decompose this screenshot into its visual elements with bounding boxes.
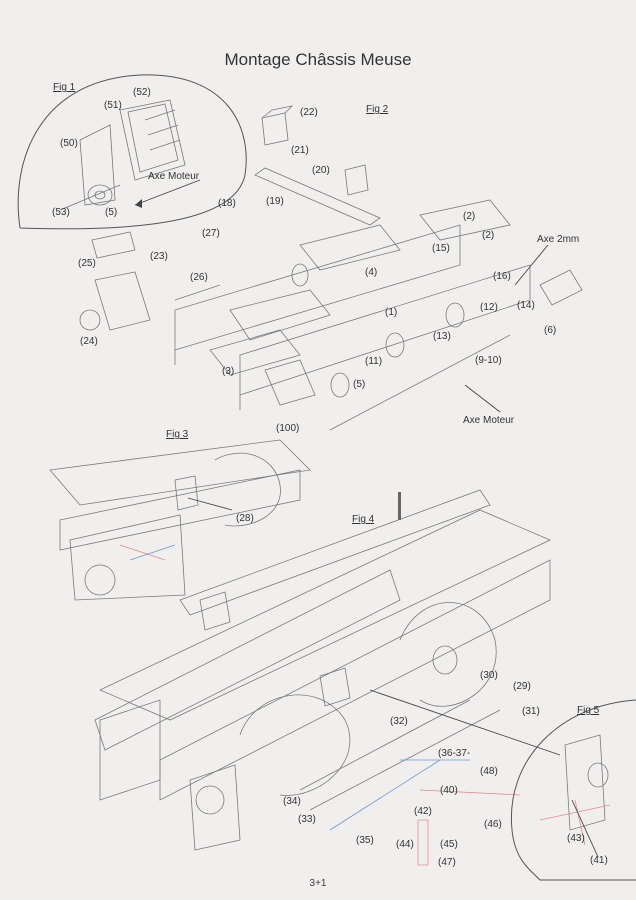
part-label: (12) <box>480 302 498 313</box>
fig1-caption: Fig 1 <box>53 82 76 93</box>
fig2-caption: Fig 2 <box>366 104 389 115</box>
part-label: (18) <box>218 198 236 209</box>
part-label: (9-10) <box>475 355 502 366</box>
fig4-chassis <box>94 489 551 866</box>
divider-mark <box>398 492 401 520</box>
fig3-chassis <box>49 439 311 601</box>
part-label: (16) <box>493 271 511 282</box>
part-label: (28) <box>236 513 254 524</box>
fig1-detail-outline <box>17 74 247 230</box>
part-label: (43) <box>567 833 585 844</box>
fig1-motor-assembly <box>59 99 186 211</box>
fig5-detail <box>539 734 611 846</box>
part-label: (5) <box>105 207 118 218</box>
part-label: (50) <box>60 138 78 149</box>
part-label: (24) <box>80 336 98 347</box>
part-label: (36-37- <box>438 748 471 759</box>
fig2-arrow-axe-moteur <box>464 384 501 413</box>
part-label: (22) <box>300 107 318 118</box>
fig5-arrow <box>571 799 599 858</box>
page-number: 3+1 <box>309 878 327 889</box>
part-label: (11) <box>365 356 383 367</box>
part-label: (46) <box>484 819 502 830</box>
part-label: (30) <box>480 670 498 681</box>
part-label: (26) <box>190 272 208 283</box>
part-label: (5) <box>353 379 366 390</box>
fig1-arrow <box>134 179 201 206</box>
fig2-chassis <box>79 105 583 431</box>
part-label: (23) <box>150 251 168 262</box>
part-label: (25) <box>78 258 96 269</box>
part-label: (32) <box>390 716 408 727</box>
part-label: (51) <box>104 100 122 111</box>
part-label: (15) <box>432 243 450 254</box>
note-axe-moteur-fig2: Axe Moteur <box>463 415 515 426</box>
part-label: (45) <box>440 839 458 850</box>
fig3-caption: Fig 3 <box>166 429 189 440</box>
part-label: (34) <box>283 796 301 807</box>
part-label: (29) <box>513 681 531 692</box>
part-label: (4) <box>365 267 378 278</box>
fig4-caption: Fig 4 <box>352 514 375 525</box>
part-label: (52) <box>133 87 151 98</box>
part-label: (47) <box>438 857 456 868</box>
note-axe-2mm: Axe 2mm <box>537 234 580 245</box>
part-label: (14) <box>517 300 535 311</box>
part-label: (42) <box>414 806 432 817</box>
part-label: (48) <box>480 766 498 777</box>
fig5-caption: Fig 5 <box>577 705 600 716</box>
fig2-arrow-axe-2mm <box>514 244 549 286</box>
fig3-arrow <box>187 497 233 511</box>
part-label: (100) <box>276 423 300 434</box>
part-label: (27) <box>202 228 220 239</box>
part-label: (6) <box>544 325 557 336</box>
part-label: (41) <box>590 855 608 866</box>
part-label: (3) <box>222 366 235 377</box>
fig4-arrow <box>369 689 561 756</box>
part-label: (1) <box>385 307 398 318</box>
part-label: (35) <box>356 835 374 846</box>
part-label: (53) <box>52 207 70 218</box>
fig5-detail-outline <box>510 699 636 881</box>
part-label: (20) <box>312 165 330 176</box>
part-label: (31) <box>522 706 540 717</box>
part-label: (19) <box>266 196 284 207</box>
part-label: (21) <box>291 145 309 156</box>
part-label: (33) <box>298 814 316 825</box>
part-label: (44) <box>396 839 414 850</box>
part-label: (2) <box>482 230 495 241</box>
part-label: (13) <box>433 331 451 342</box>
page-title: Montage Châssis Meuse <box>224 50 412 69</box>
part-label: (40) <box>440 785 458 796</box>
note-axe-moteur-fig1: Axe Moteur <box>148 171 200 182</box>
part-label: (2) <box>463 211 476 222</box>
